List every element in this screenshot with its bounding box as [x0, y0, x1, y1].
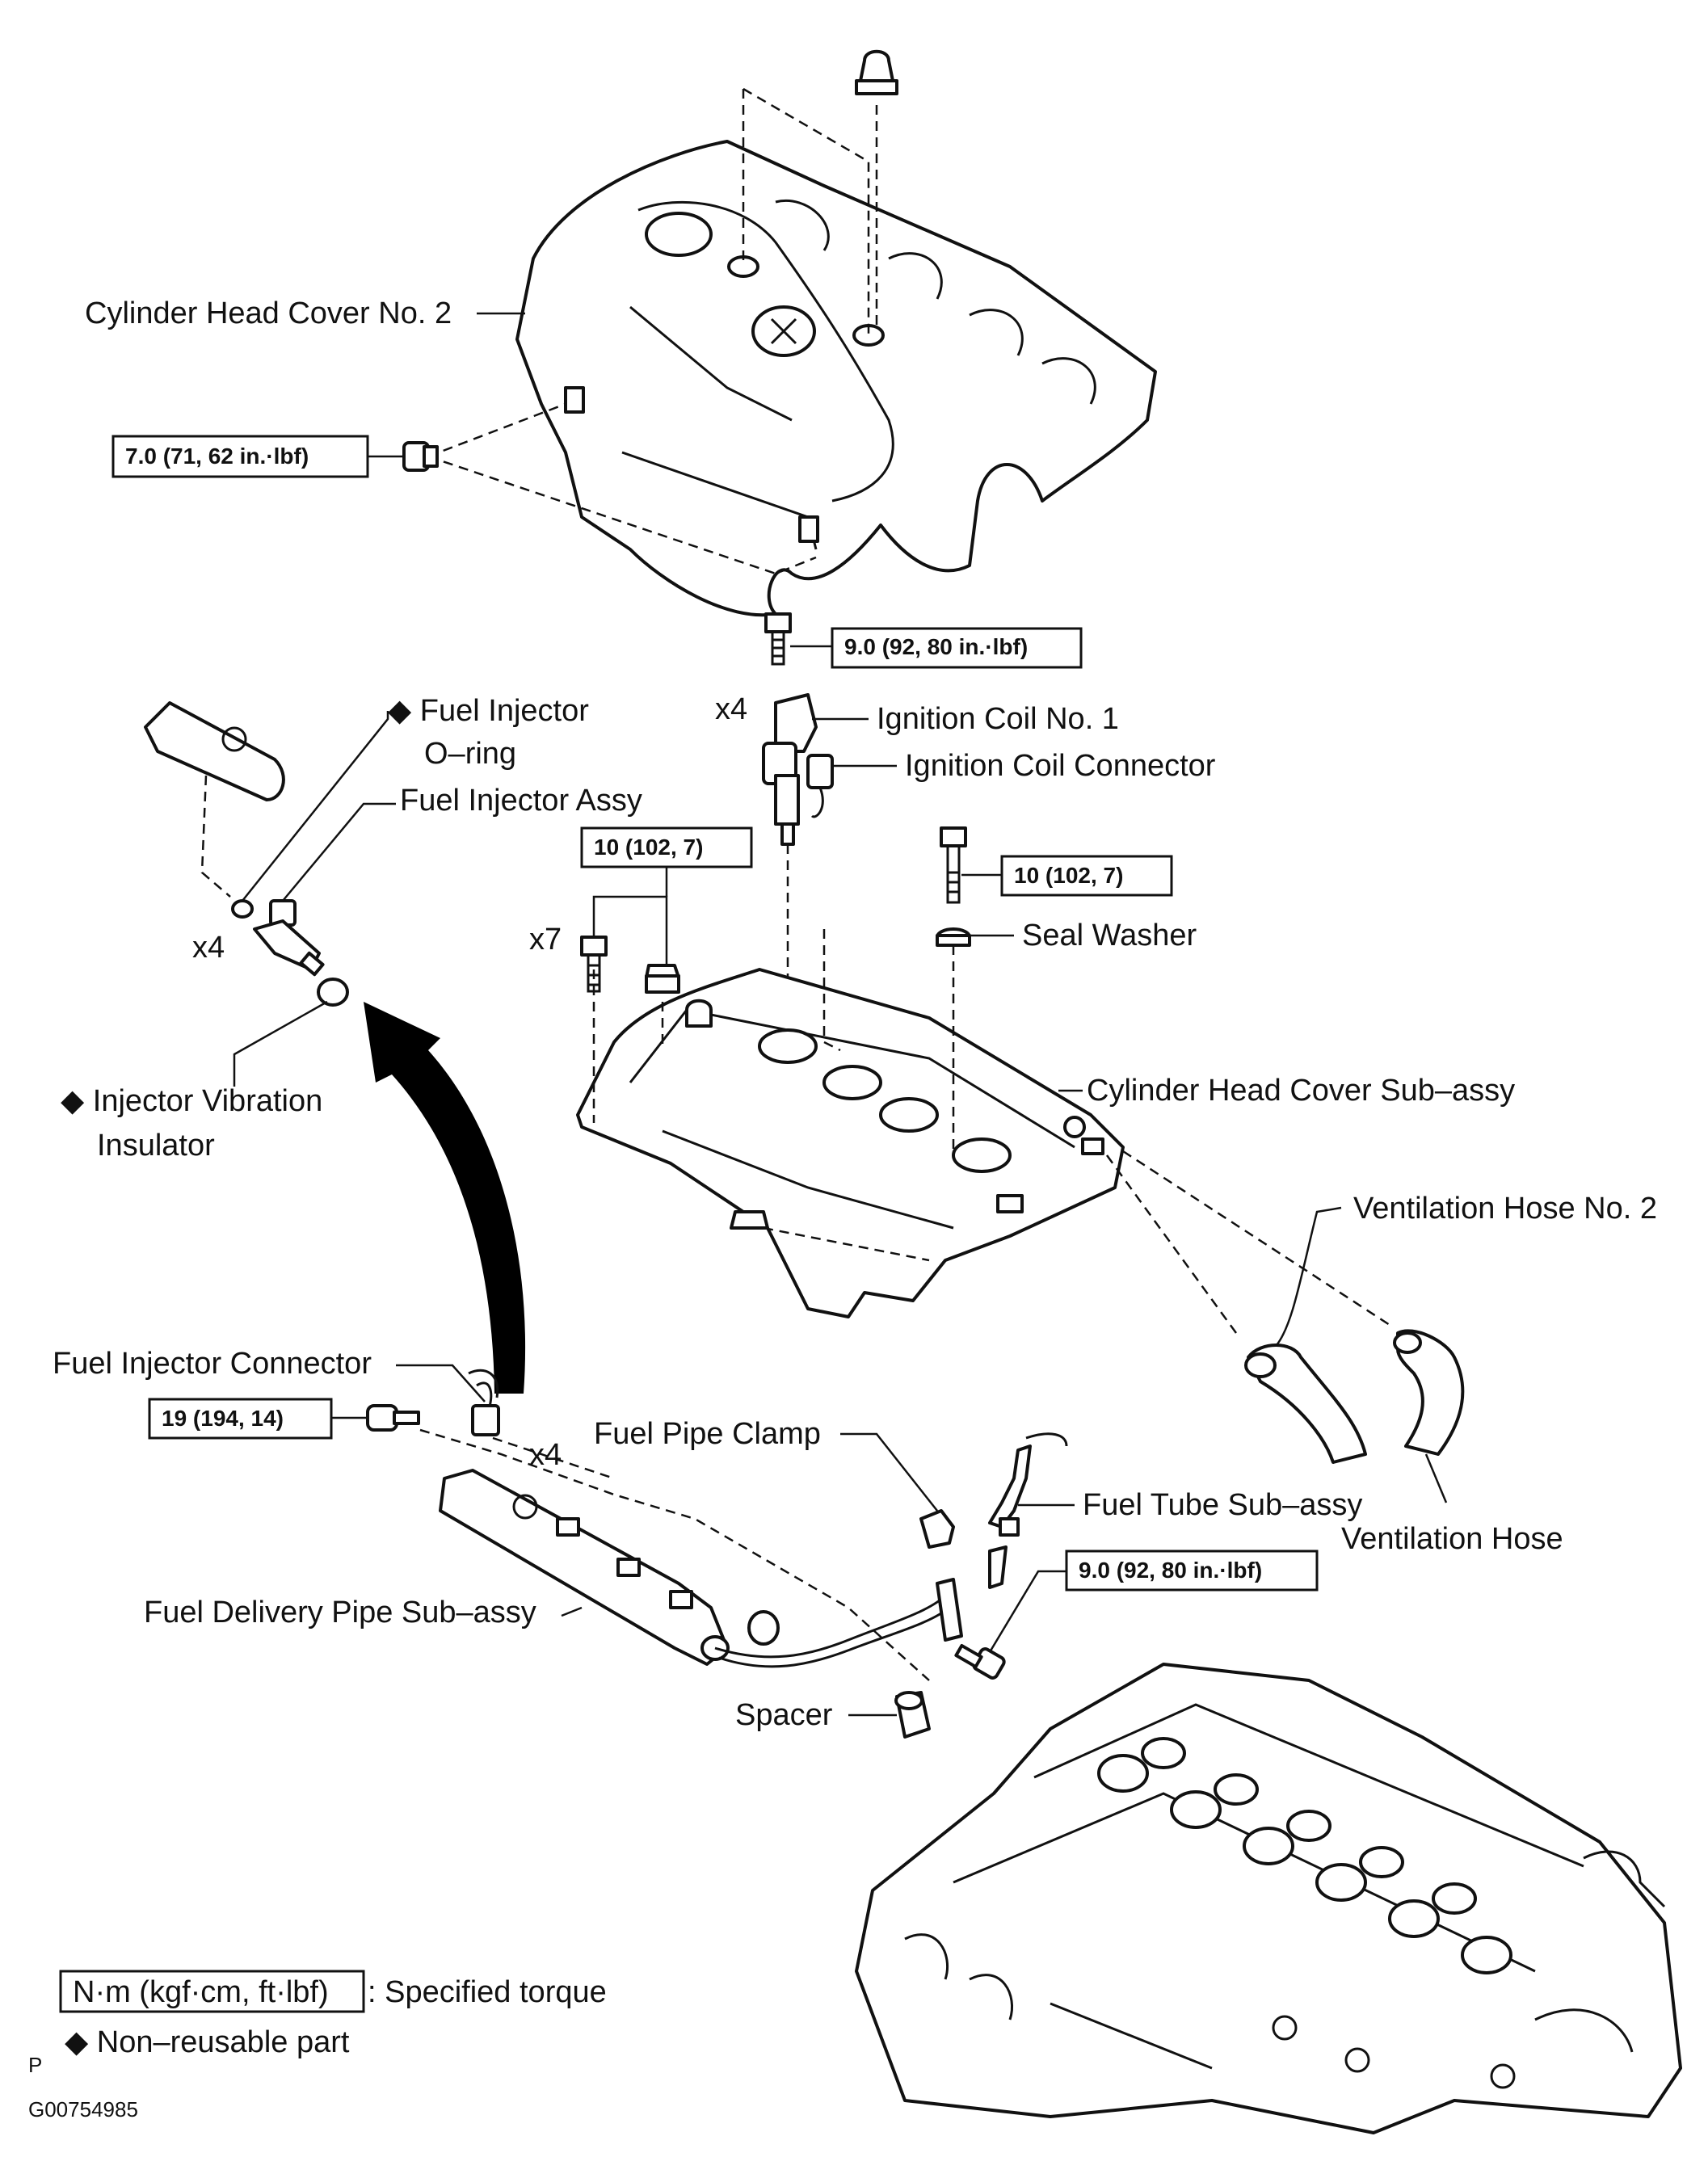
cover-nut-top: [855, 49, 898, 95]
fuel-tube-bolt: [954, 1643, 1006, 1680]
label-spacer: Spacer: [735, 1698, 833, 1732]
delivery-pipe-bolt: [366, 1404, 420, 1432]
label-seal-washer: Seal Washer: [1022, 919, 1197, 952]
label-fuel-injector-assy: Fuel Injector Assy: [400, 784, 642, 818]
spacer-lower: [894, 1691, 931, 1739]
label-injector-vibration-insulator: ◆ Injector Vibration: [61, 1084, 322, 1118]
label-ventilation-hose: Ventilation Hose: [1341, 1522, 1563, 1556]
label-x4-injector: x4: [192, 931, 225, 965]
label-injector-vibration-insulator-2: Insulator: [97, 1129, 215, 1163]
label-ventilation-hose-no2: Ventilation Hose No. 2: [1353, 1192, 1657, 1226]
fuel-pipe-clamp: [919, 1509, 955, 1549]
fuel-delivery-pipe-sub-assy: [439, 1469, 963, 1668]
torque-box-delivery-bolt: 19 (194, 14): [148, 1398, 333, 1440]
svg-text:19 (194, 14): 19 (194, 14): [162, 1406, 284, 1431]
label-x4-coil: x4: [715, 692, 747, 726]
legend-torque: N·m (kgf·cm, ft·lbf) : Specified torque: [59, 1970, 607, 2013]
cover-nut-left: [402, 441, 439, 472]
seal-washer-bolt: [940, 826, 967, 904]
fuel-injector-assy: [253, 899, 325, 977]
fuel-injector-connector: [468, 1369, 500, 1436]
ventilation-hose-no2: [1244, 1344, 1367, 1464]
ignition-coil-bolt: [764, 612, 792, 666]
svg-text:10 (102, 7): 10 (102, 7): [1014, 863, 1123, 888]
fuel-tube-sub-assy: [988, 1432, 1068, 1589]
fuel-delivery-pipe-end: [144, 701, 285, 801]
label-ignition-coil: Ignition Coil No. 1: [877, 702, 1119, 736]
label-fuel-injector-oring-2: O–ring: [424, 737, 516, 771]
label-fuel-pipe-clamp: Fuel Pipe Clamp: [594, 1417, 821, 1451]
label-fuel-injector-oring: ◆ Fuel Injector: [388, 694, 589, 728]
spacer-upper: [747, 1610, 780, 1646]
label-cylinder-head-cover-no2: Cylinder Head Cover No. 2: [85, 296, 452, 330]
install-arrow: [364, 1002, 526, 1394]
footer-p: P: [28, 2053, 42, 2077]
torque-box-tube-bolt: 9.0 (92, 80 in.·lbf): [1065, 1550, 1319, 1592]
label-fuel-injector-connector: Fuel Injector Connector: [53, 1347, 372, 1381]
engine-cylinder-head: [855, 1663, 1682, 2134]
cover-nut-grommet: [645, 964, 680, 994]
svg-text:N·m (kgf·cm, ft·lbf): N·m (kgf·cm, ft·lbf): [73, 1975, 329, 2009]
seal-washer: [936, 927, 971, 947]
fuel-injector-oring: [231, 899, 254, 919]
label-fuel-delivery-pipe-sub-assy: Fuel Delivery Pipe Sub–assy: [144, 1596, 536, 1629]
torque-box-cover-nut: 7.0 (71, 62 in.·lbf): [111, 435, 369, 478]
label-x7: x7: [529, 923, 562, 957]
svg-text:: Specified torque: : Specified torque: [368, 1975, 607, 2009]
svg-text:10 (102, 7): 10 (102, 7): [594, 835, 703, 860]
svg-text:9.0 (92, 80 in.·lbf): 9.0 (92, 80 in.·lbf): [844, 634, 1028, 659]
ignition-coil: [762, 693, 834, 846]
legend-non-reusable: ◆ Non–reusable part: [65, 2025, 350, 2059]
cover-nut-lower: [730, 1210, 769, 1230]
cover-bolt: [580, 936, 608, 993]
label-ignition-coil-connector: Ignition Coil Connector: [905, 749, 1216, 783]
cylinder-head-cover-sub-assy: [576, 968, 1125, 1318]
torque-box-seal-bolt: 10 (102, 7): [1000, 855, 1173, 897]
torque-box-cover-bolt: 10 (102, 7): [580, 826, 753, 868]
injector-vibration-insulator: [317, 978, 349, 1007]
torque-box-coil-bolt: 9.0 (92, 80 in.·lbf): [831, 627, 1083, 669]
svg-text:9.0 (92, 80 in.·lbf): 9.0 (92, 80 in.·lbf): [1079, 1558, 1262, 1583]
ventilation-hose: [1393, 1329, 1465, 1456]
svg-text:7.0 (71, 62 in.·lbf): 7.0 (71, 62 in.·lbf): [125, 444, 309, 469]
cylinder-head-cover-no2: [515, 140, 1157, 617]
label-cylinder-head-cover-sub-assy: Cylinder Head Cover Sub–assy: [1087, 1074, 1515, 1108]
label-fuel-tube-sub-assy: Fuel Tube Sub–assy: [1083, 1488, 1362, 1522]
footer-figure-code: G00754985: [28, 2097, 138, 2121]
